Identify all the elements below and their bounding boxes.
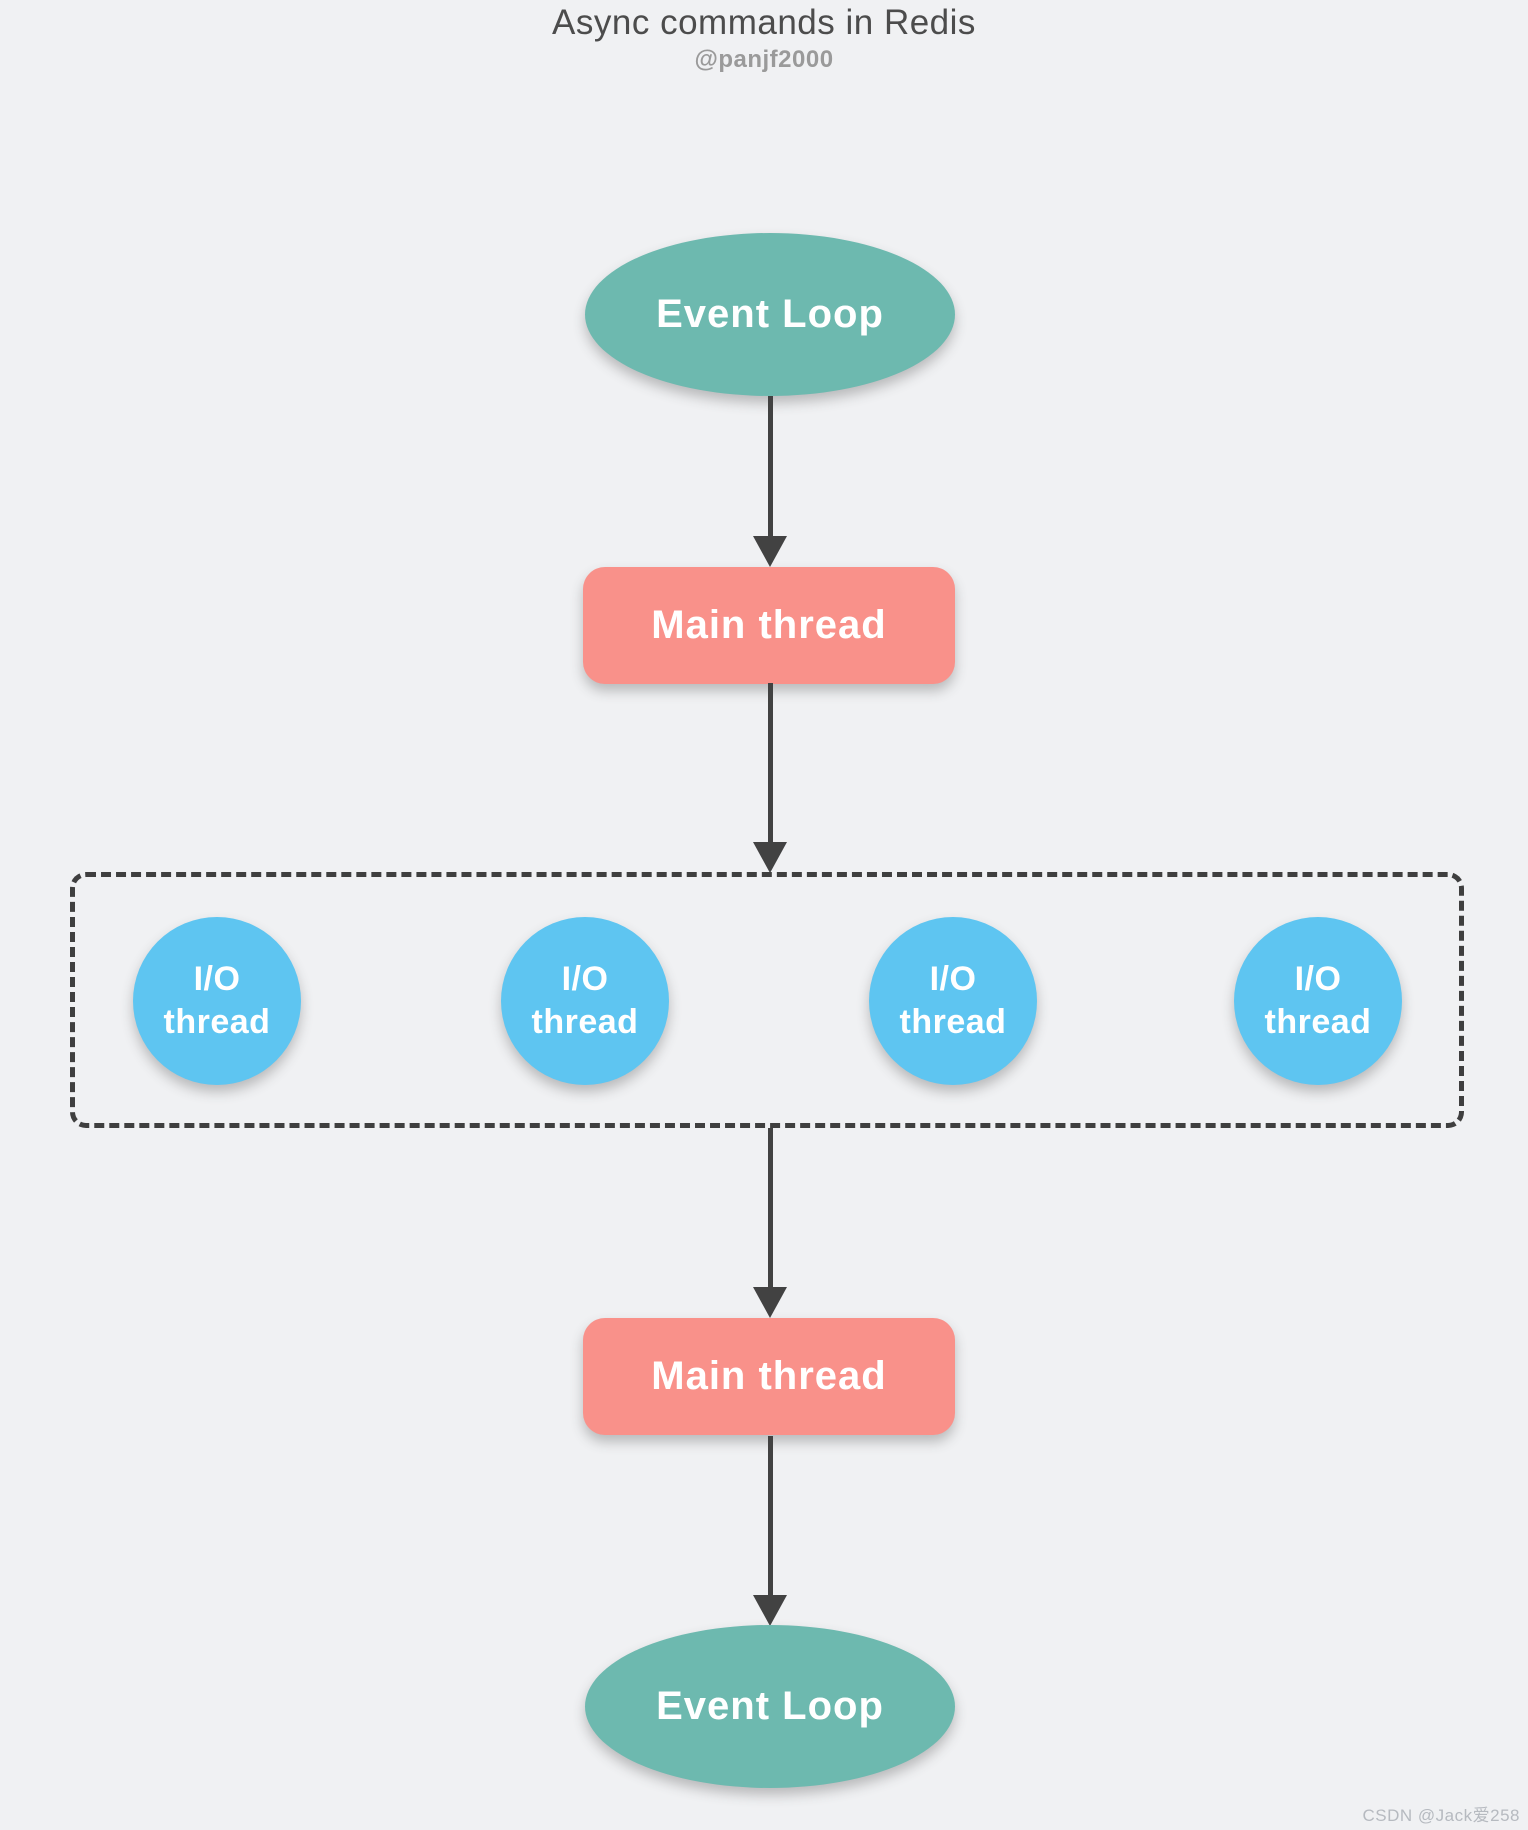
main-thread-bottom-node: Main thread (583, 1318, 955, 1435)
event-loop-bottom-node: Event Loop (585, 1625, 955, 1788)
arrow-head-icon (753, 536, 787, 567)
author-handle: @panjf2000 (694, 46, 834, 73)
io-thread-label: I/O thread (899, 960, 1007, 1041)
watermark: CSDN @Jack爱258 (1362, 1806, 1520, 1825)
arrow-shaft (767, 683, 773, 843)
arrow-shaft (767, 1128, 773, 1288)
arrow-eventloop-to-mainthread (753, 396, 787, 567)
page-title: Async commands in Redis (552, 3, 976, 42)
arrow-shaft (767, 1436, 773, 1596)
main-thread-top-node: Main thread (583, 567, 955, 684)
arrow-mainthread-to-eventloop (753, 1436, 787, 1626)
arrow-head-icon (753, 1287, 787, 1318)
io-thread-node-2: I/O thread (501, 917, 669, 1085)
arrow-head-icon (753, 842, 787, 873)
arrow-iopool-to-mainthread (753, 1128, 787, 1318)
io-thread-label: I/O thread (1264, 960, 1372, 1041)
event-loop-bottom-label: Event Loop (656, 1684, 884, 1728)
arrow-head-icon (753, 1595, 787, 1626)
io-thread-node-1: I/O thread (133, 917, 301, 1085)
arrow-mainthread-to-iopool (753, 683, 787, 873)
io-thread-pool-boundary (70, 872, 1464, 1128)
io-thread-node-3: I/O thread (869, 917, 1037, 1085)
io-thread-node-4: I/O thread (1234, 917, 1402, 1085)
arrow-shaft (767, 396, 773, 537)
event-loop-top-label: Event Loop (656, 292, 884, 336)
main-thread-top-label: Main thread (651, 603, 887, 647)
io-thread-label: I/O thread (163, 960, 271, 1041)
io-thread-label: I/O thread (531, 960, 639, 1041)
event-loop-top-node: Event Loop (585, 233, 955, 396)
main-thread-bottom-label: Main thread (651, 1354, 887, 1398)
